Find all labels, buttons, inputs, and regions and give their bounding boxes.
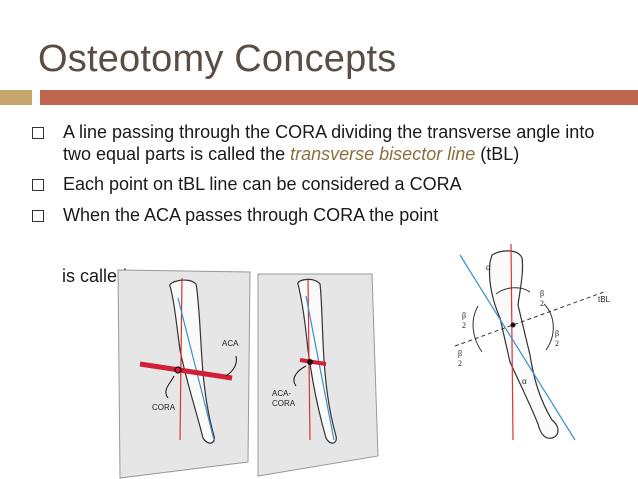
diagram-red-axis bbox=[510, 243, 514, 441]
two-top-label: 2 bbox=[540, 299, 544, 308]
middle-cora-label: CORA bbox=[272, 399, 296, 408]
bullet-text: A line passing through the CORA dividing… bbox=[63, 122, 595, 164]
left-cora-point bbox=[174, 366, 182, 374]
beta-left-label: β bbox=[462, 311, 466, 320]
diagram-tbl-line bbox=[454, 291, 605, 347]
middle-panel: ACA- CORA bbox=[257, 273, 379, 477]
bullet-box-icon bbox=[32, 127, 44, 139]
diagram-cora-point bbox=[510, 322, 516, 328]
left-cora-arrow bbox=[165, 375, 175, 399]
middle-blue-axis bbox=[305, 295, 335, 441]
slide-title: Osteotomy Concepts bbox=[38, 38, 397, 80]
beta-top-label: β bbox=[540, 289, 544, 298]
left-cora-label: CORA bbox=[152, 403, 176, 412]
two-lower-left-label: 2 bbox=[458, 359, 462, 368]
two-left-label: 2 bbox=[462, 321, 466, 330]
left-tbl-red-bar bbox=[139, 361, 233, 381]
left-red-axis bbox=[179, 277, 183, 441]
bullet-item: A line passing through the CORA dividing… bbox=[30, 122, 610, 165]
alpha-top-label: α bbox=[486, 262, 491, 272]
top-alpha-arc bbox=[495, 287, 531, 295]
bullet-item: When the ACA passes through CORA the poi… bbox=[30, 205, 610, 227]
tbl-label: tBL bbox=[598, 295, 611, 304]
diagram-blue-axis bbox=[459, 254, 576, 441]
bullet-continuation: is called bbox=[62, 266, 128, 286]
bullet-box-icon bbox=[32, 209, 44, 222]
bullet-emphasis: transverse bisector line bbox=[290, 143, 476, 164]
left-panel-plate bbox=[117, 269, 251, 479]
middle-cora-arrow bbox=[293, 365, 307, 387]
beta-right-label: β bbox=[555, 329, 559, 338]
left-panel: ACA CORA bbox=[117, 269, 251, 479]
alpha-bottom-label: α bbox=[522, 376, 527, 386]
left-beta-arc bbox=[472, 305, 483, 353]
left-aca-label: ACA bbox=[222, 339, 239, 348]
bullet-text: When the ACA passes through CORA the poi… bbox=[63, 204, 439, 225]
beta-lower-left-label: β bbox=[458, 349, 462, 358]
bullet-box-icon bbox=[32, 179, 44, 191]
diagram-bone-shape bbox=[488, 250, 559, 439]
title-accent-bar bbox=[40, 90, 638, 105]
two-right-label: 2 bbox=[555, 339, 559, 348]
bullet-list: A line passing through the CORA dividing… bbox=[30, 122, 610, 235]
middle-cora-point bbox=[307, 359, 313, 365]
bullet-text-end: (tBL) bbox=[475, 143, 520, 164]
left-aca-arrow bbox=[225, 355, 237, 377]
right-beta-arc bbox=[543, 303, 554, 351]
tbl-diagram: α α β 2 β 2 β 2 β 2 tBL bbox=[454, 243, 611, 441]
middle-aca-label: ACA- bbox=[272, 389, 291, 398]
bullet-item: Each point on tBL line can be considered… bbox=[30, 174, 610, 196]
bullet-text: Each point on tBL line can be considered… bbox=[63, 174, 462, 194]
left-blue-axis bbox=[177, 297, 215, 441]
title-gold-bar bbox=[0, 90, 32, 105]
